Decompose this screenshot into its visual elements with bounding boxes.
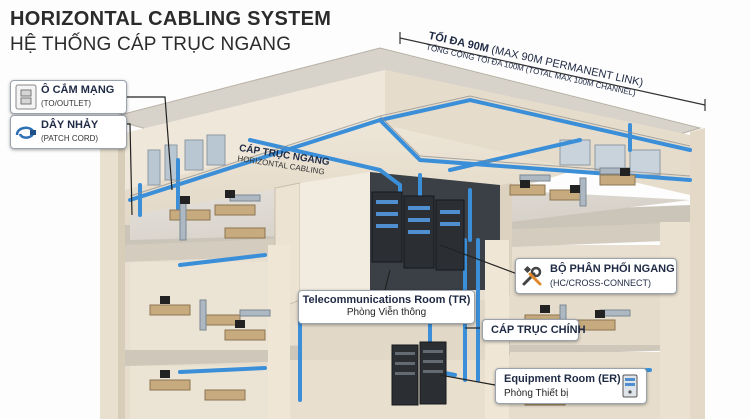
er-racks xyxy=(391,341,447,406)
backbone-card: CÁP TRỤC CHÍNH xyxy=(482,319,586,341)
monitors xyxy=(160,168,630,378)
legend-outlet-card: Ô CẮM MẠNG (TO/OUTLET) xyxy=(10,80,127,114)
tr-room-card: Telecommunications Room (TR) Phòng Viễn … xyxy=(298,290,475,324)
tr-en: Telecommunications Room (TR) xyxy=(302,294,471,306)
distance-dimension-line xyxy=(399,32,706,111)
legend-patch-en: (PATCH CORD) xyxy=(41,134,99,143)
legend-patch-vi: DÂY NHẢY xyxy=(41,119,99,131)
outlet-icon xyxy=(15,84,37,110)
page-title: HORIZONTAL CABLING SYSTEM xyxy=(10,8,332,30)
tr-racks xyxy=(371,191,465,271)
legend-patch-card: DÂY NHẢY (PATCH CORD) xyxy=(10,115,127,149)
office-partitions xyxy=(179,167,631,334)
hc-vi: BỘ PHÂN PHỐI NGANG xyxy=(550,263,675,275)
hc-en: (HC/CROSS-CONNECT) xyxy=(550,278,651,288)
page-subtitle: HỆ THỐNG CÁP TRỤC NGANG xyxy=(10,34,292,55)
patch-cord-icon xyxy=(15,126,36,139)
backbone-vi: CÁP TRỤC CHÍNH xyxy=(491,324,586,336)
server-icon xyxy=(622,374,638,398)
er-en: Equipment Room (ER) xyxy=(504,373,621,385)
hc-cross-connect-card: BỘ PHÂN PHỐI NGANG (HC/CROSS-CONNECT) xyxy=(515,258,677,294)
er-room-card: Equipment Room (ER) Phòng Thiết bị xyxy=(495,368,647,404)
legend-outlet-en: (TO/OUTLET) xyxy=(41,99,92,108)
tools-icon xyxy=(522,265,542,286)
er-vi: Phòng Thiết bị xyxy=(504,388,569,399)
tr-vi: Phòng Viễn thông xyxy=(346,307,427,318)
legend-outlet-vi: Ô CẮM MẠNG xyxy=(41,84,115,96)
